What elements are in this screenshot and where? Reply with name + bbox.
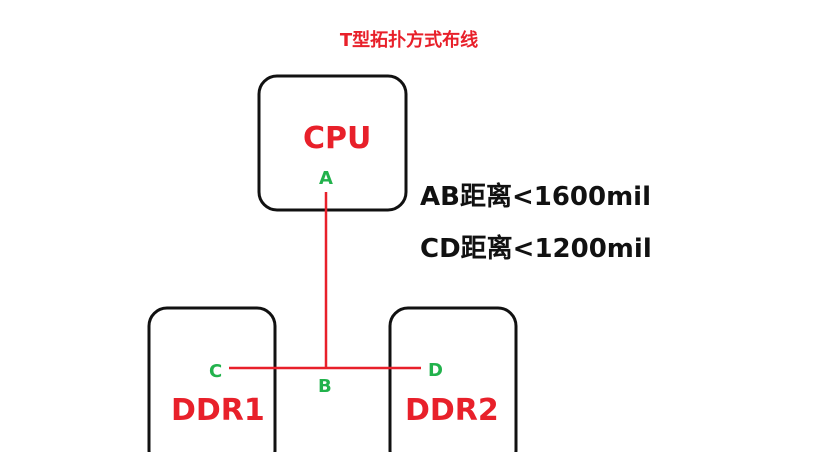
diagram-title: T型拓扑方式布线 bbox=[339, 30, 479, 51]
ddr2-box bbox=[388, 306, 518, 452]
cpu-label: CPU bbox=[303, 121, 372, 156]
cd-distance-note: CD距离<1200mil bbox=[420, 234, 652, 264]
ab-distance-note: AB距离<1600mil bbox=[420, 182, 652, 212]
point-a-label: A bbox=[319, 168, 333, 189]
ddr2-label: DDR2 bbox=[405, 393, 499, 428]
cpu-box bbox=[257, 74, 408, 212]
point-c-label: C bbox=[209, 361, 223, 382]
point-d-label: D bbox=[428, 360, 443, 381]
ddr1-box bbox=[147, 306, 277, 452]
ddr1-label: DDR1 bbox=[171, 393, 265, 428]
point-b-label: B bbox=[318, 376, 332, 397]
